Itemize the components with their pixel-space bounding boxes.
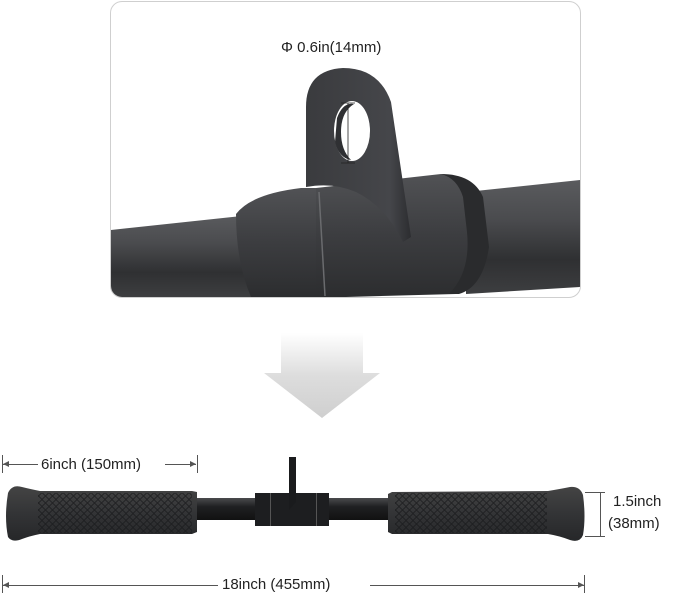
arrowhead-right-icon [578, 582, 584, 588]
hole-diameter-label: Φ 0.6in(14mm) [281, 39, 382, 56]
grip-diameter-tick-top [585, 492, 605, 493]
arrowhead-left-icon [3, 461, 9, 467]
total-length-tick-left [2, 575, 3, 593]
arrowhead-left-icon [3, 582, 9, 588]
grip-length-line-right [165, 464, 196, 465]
total-length-line-left [3, 585, 218, 586]
total-length-tick-right [584, 575, 585, 593]
down-arrow-icon [263, 333, 381, 419]
grip-diameter-label-line2: (38mm) [608, 515, 660, 532]
total-length-label: 18inch (455mm) [222, 576, 331, 593]
grip-length-line-left [3, 464, 38, 465]
eyelet-closeup-illustration [111, 68, 580, 297]
full-bar-view: 6inch (150mm) 1.5inch (38mm) 18inch (455… [0, 440, 679, 597]
grip-diameter-label-line1: 1.5inch [613, 493, 662, 510]
grip-diameter-line [600, 493, 601, 536]
detail-panel: Φ 0.6in(14mm) [110, 1, 581, 298]
total-length-line-right [370, 585, 584, 586]
grip-length-label: 6inch (150mm) [41, 456, 142, 473]
arrowhead-right-icon [190, 461, 196, 467]
grip-diameter-tick-bottom [585, 536, 605, 537]
bar-illustration [6, 457, 585, 541]
grip-length-tick-left [2, 455, 3, 473]
grip-length-tick-right [197, 455, 198, 473]
